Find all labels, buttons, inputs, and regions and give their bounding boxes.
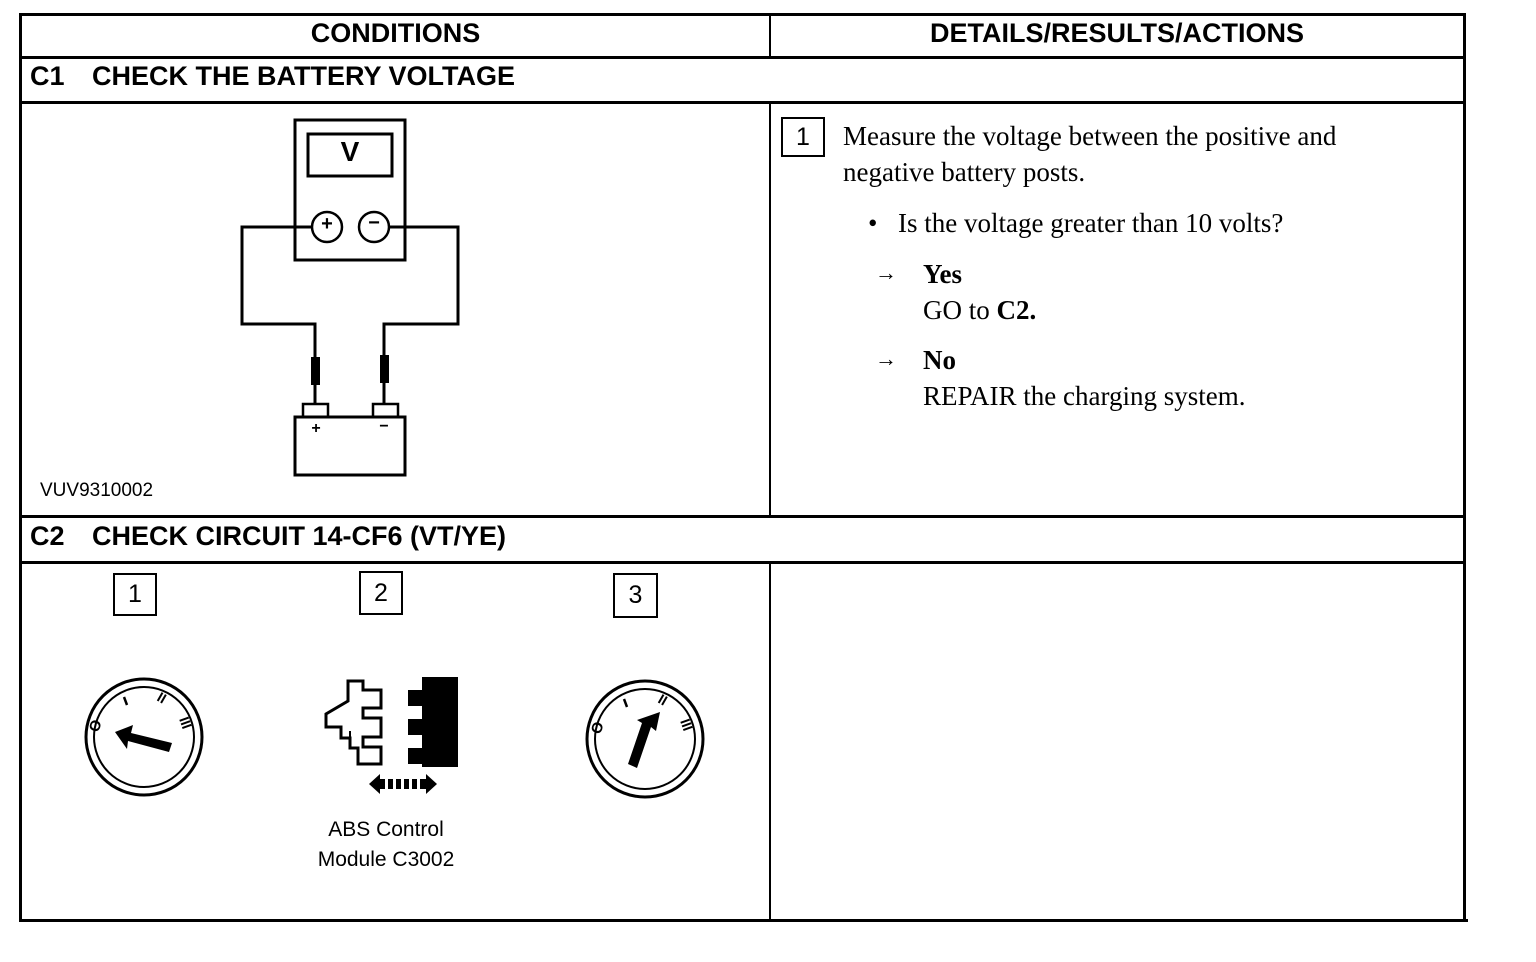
c1-question: • Is the voltage greater than 10 volts? — [868, 205, 1283, 241]
c1-question-text: Is the voltage greater than 10 volts? — [898, 208, 1284, 238]
c1-step-number: 1 — [781, 117, 825, 157]
c1-content-bottom-border — [19, 515, 1466, 518]
c2-code: C2 — [30, 521, 65, 551]
connector-caption-line1: ABS Control — [328, 818, 444, 841]
c1-code: C1 — [30, 61, 65, 91]
bullet-icon: • — [868, 208, 878, 238]
c2-title-bottom-border — [19, 561, 1466, 564]
positive-lead-wire — [240, 225, 317, 360]
yes-label: Yes — [923, 259, 962, 289]
column-header-conditions: CONDITIONS — [310, 18, 481, 48]
positive-probe — [311, 357, 320, 385]
yes-action-target: C2. — [996, 295, 1037, 325]
table-left-border — [19, 13, 22, 922]
connector-disconnect-icon — [324, 677, 458, 794]
table-right-border — [1463, 13, 1466, 922]
no-action: REPAIR the charging system. — [923, 381, 1246, 411]
no-branch: No REPAIR the charging system. — [923, 342, 1246, 414]
column-divider-header — [769, 13, 771, 59]
c1-title: CHECK THE BATTERY VOLTAGE — [92, 61, 516, 91]
connector-caption-line2: Module C3002 — [317, 848, 455, 871]
battery-negative-symbol: − — [379, 418, 389, 435]
table-top-border — [19, 13, 1466, 16]
negative-lead-wire — [382, 225, 460, 360]
table-bottom-border — [19, 919, 1468, 922]
c1-step-text-line2: negative battery posts. — [843, 157, 1086, 187]
yes-branch: Yes GO to C2. — [923, 256, 1036, 328]
negative-probe — [380, 355, 389, 383]
c2-title: CHECK CIRCUIT 14-CF6 (VT/YE) — [92, 521, 507, 551]
c2-step2-number: 2 — [359, 571, 403, 615]
column-divider-c1 — [769, 101, 771, 518]
ignition-switch-off-icon: O II III — [84, 677, 204, 797]
c1-title-bottom-border — [19, 101, 1466, 104]
figure-id: VUV9310002 — [40, 480, 154, 501]
battery-positive-symbol: + — [311, 420, 321, 437]
column-divider-c2 — [769, 561, 771, 922]
column-header-details: DETAILS/RESULTS/ACTIONS — [929, 18, 1304, 48]
c2-step1-number: 1 — [113, 573, 157, 616]
ignition-switch-run-icon: O II III — [585, 679, 705, 799]
no-arrow-icon: → — [875, 346, 897, 371]
c2-figures: O II III O II III — [84, 677, 705, 799]
voltmeter-display — [306, 132, 394, 178]
no-label: No — [923, 345, 956, 375]
c1-section-title: C1 CHECK THE BATTERY VOLTAGE — [30, 61, 515, 92]
battery-body — [293, 415, 407, 477]
c1-step-instruction: Measure the voltage between the positive… — [843, 118, 1336, 190]
header-bottom-border — [19, 56, 1466, 59]
c2-section-title: C2 CHECK CIRCUIT 14-CF6 (VT/YE) — [30, 521, 506, 552]
yes-action: GO to C2. — [923, 292, 1036, 328]
svg-text:III: III — [677, 717, 696, 733]
yes-arrow-icon: → — [875, 260, 897, 285]
yes-action-prefix: GO to — [923, 295, 997, 325]
c1-step-text-line1: Measure the voltage between the positive… — [843, 121, 1337, 151]
svg-text:III: III — [176, 715, 195, 731]
meter-positive-symbol: + — [321, 213, 333, 235]
meter-negative-symbol: − — [368, 212, 380, 234]
voltmeter-battery-diagram — [240, 118, 460, 477]
voltmeter-label: V — [340, 136, 360, 167]
c2-step3-number: 3 — [613, 573, 658, 618]
connector-caption: ABS Control Module C3002 — [270, 815, 502, 875]
